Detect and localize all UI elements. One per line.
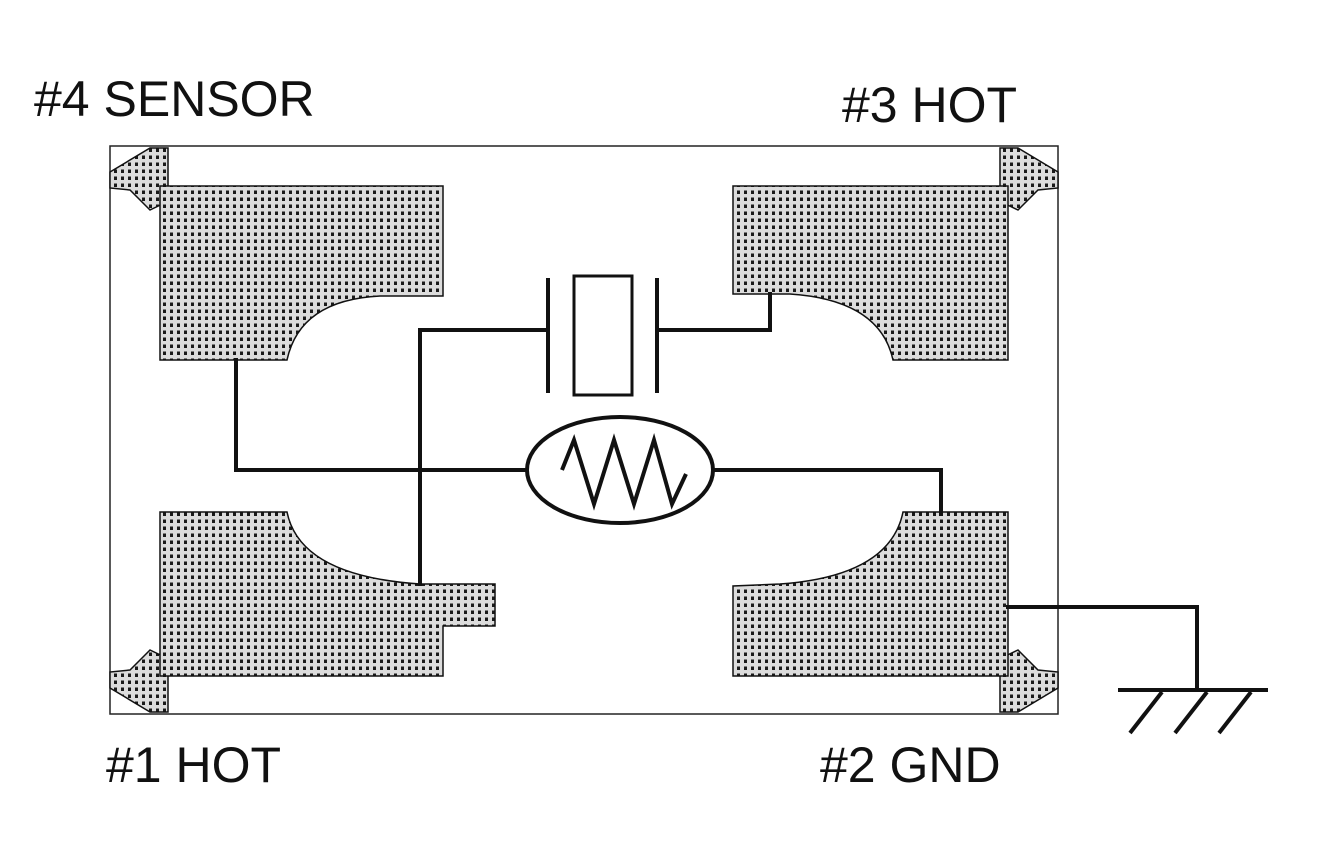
circuit-wires (234, 292, 1199, 692)
pin-3-label: #3 HOT (842, 77, 1018, 133)
pad-2-gnd (732, 511, 1009, 677)
pin-2-label: #2 GND (820, 737, 1001, 793)
ground-icon (1118, 688, 1268, 735)
pad-3-hot (732, 185, 1009, 361)
pin-4-label: #4 SENSOR (34, 71, 315, 127)
pad-1-hot (159, 511, 496, 677)
thermistor-icon (525, 415, 715, 525)
pin-1-label: #1 HOT (106, 737, 282, 793)
package-outline (109, 145, 1059, 715)
pad-4-sensor (159, 185, 444, 361)
crystal-resonator-icon (546, 274, 659, 397)
